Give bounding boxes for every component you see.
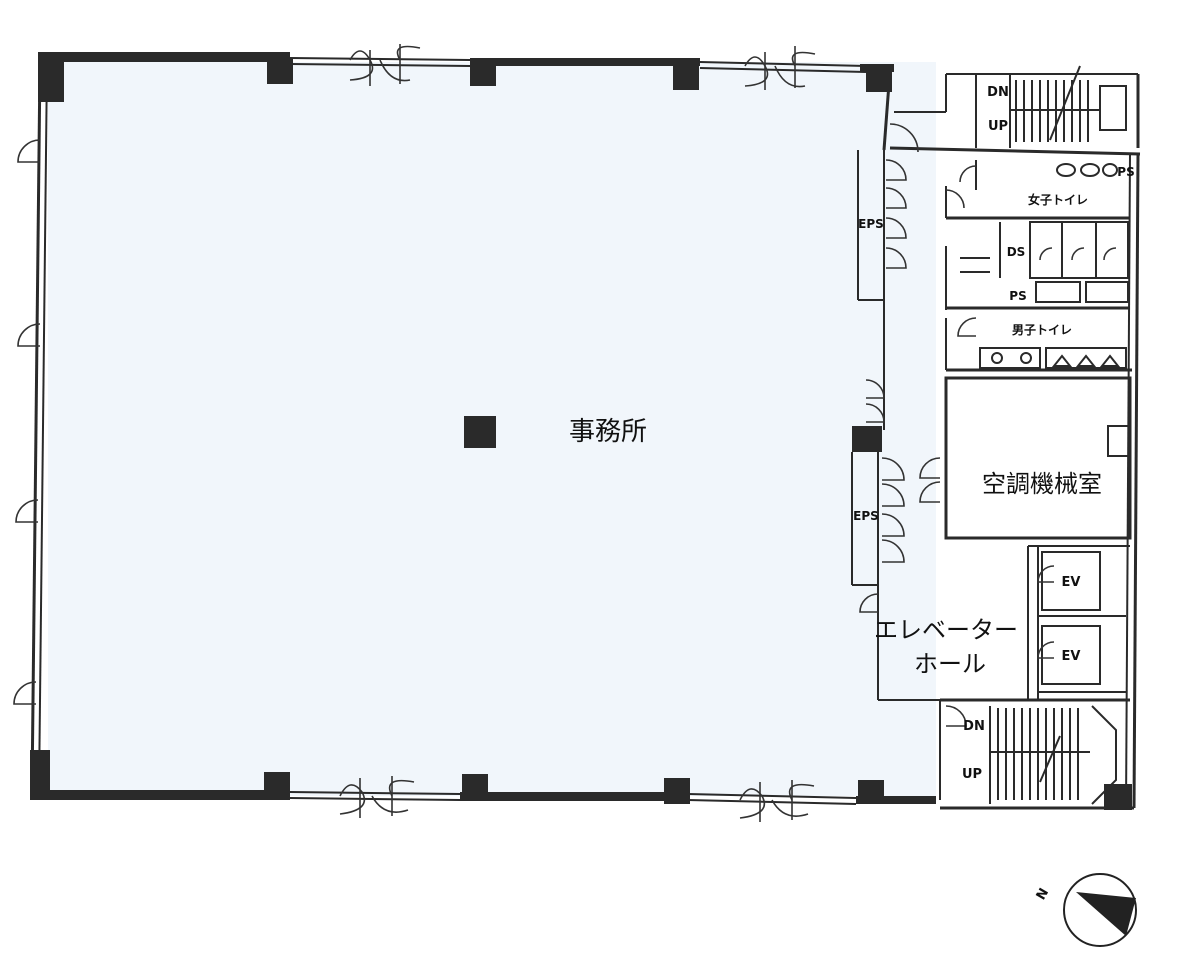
elevator-hall-label-1: エレベーター: [874, 616, 1018, 644]
perimeter-doors: [13, 44, 816, 822]
north-stair-up-label: UP: [988, 119, 1008, 134]
eps-label-1: EPS: [858, 217, 884, 231]
south-stair-treads: [990, 708, 1090, 800]
north-stair-dn-label: DN: [987, 85, 1009, 100]
south-stair-up-label: UP: [962, 767, 982, 782]
ps-label-2: PS: [1009, 289, 1026, 303]
ps-label-1: PS: [1117, 165, 1134, 179]
machine-room-label: 空調機械室: [982, 470, 1102, 498]
compass-icon: N: [1034, 873, 1137, 947]
center-column: [464, 416, 496, 448]
core-doors: [859, 123, 1121, 727]
office-label: 事務所: [569, 417, 647, 447]
south-stair-dn-label: DN: [963, 719, 985, 734]
core-walls: [889, 73, 1141, 810]
elevator-hall-label-2: ホール: [914, 650, 986, 678]
ev-label-2: EV: [1062, 649, 1081, 664]
outer-walls: [30, 52, 941, 805]
north-stair-treads: [1010, 65, 1127, 142]
compass-north-label: N: [1034, 886, 1052, 903]
columns: [30, 52, 1132, 810]
mens-toilet-label: 男子トイレ: [1012, 323, 1072, 337]
ev-label-1: EV: [1062, 575, 1081, 590]
womens-toilet-label: 女子トイレ: [1028, 192, 1088, 207]
ds-label: DS: [1007, 245, 1026, 259]
eps-label-2: EPS: [853, 509, 879, 523]
